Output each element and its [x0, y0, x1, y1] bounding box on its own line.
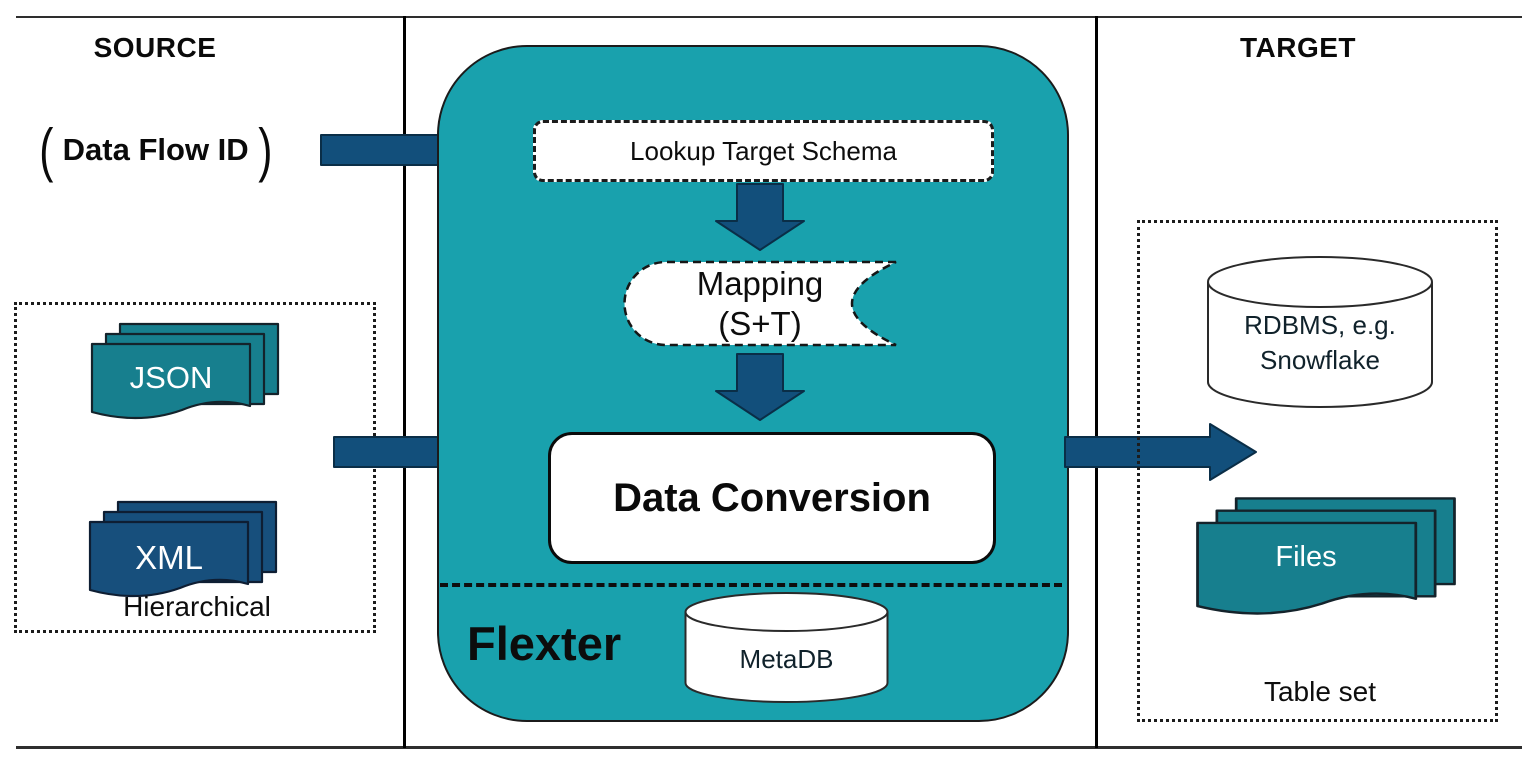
- arrow-down-icon: [715, 353, 805, 421]
- xml-documents-stack-icon: [88, 500, 278, 598]
- files-label: Files: [1275, 541, 1337, 573]
- rdbms-line1: RDBMS, e.g.: [1244, 310, 1396, 340]
- arrow-right-icon: [1064, 423, 1257, 481]
- arrow-down-icon: [715, 183, 805, 251]
- target-divider-line: [1095, 16, 1098, 748]
- table-set-label: Table set: [1263, 676, 1377, 707]
- bottom-border-line: [16, 746, 1522, 749]
- rdbms-line2: Snowflake: [1260, 345, 1380, 375]
- metadb-label: MetaDB: [739, 644, 834, 674]
- json-label: JSON: [129, 360, 213, 395]
- data-flow-id-group: ( Data Flow ID ): [38, 118, 273, 182]
- xml-label: XML: [135, 539, 203, 576]
- rdbms-cylinder-icon: [1207, 256, 1433, 408]
- mapping-label: Mapping (S+T): [620, 264, 900, 344]
- right-bracket-icon: ): [257, 116, 273, 184]
- lookup-target-schema-label: Lookup Target Schema: [630, 135, 897, 166]
- data-flow-id-label: Data Flow ID: [62, 132, 249, 167]
- flexter-dashed-separator: [440, 583, 1062, 587]
- mapping-line1: Mapping: [696, 265, 824, 302]
- target-group-box: [1137, 220, 1498, 722]
- metadb-cylinder-icon: [684, 592, 889, 703]
- hierarchical-label: Hierarchical: [123, 591, 271, 622]
- data-conversion-box: Data Conversion: [548, 432, 996, 564]
- json-documents-stack-icon: [90, 322, 280, 420]
- rdbms-label: RDBMS, e.g. Snowflake: [1205, 308, 1435, 378]
- data-conversion-label: Data Conversion: [613, 475, 931, 520]
- target-title: TARGET: [1239, 32, 1357, 63]
- source-divider-line: [403, 16, 406, 748]
- mapping-shape: [623, 260, 897, 347]
- source-title: SOURCE: [93, 32, 217, 63]
- lookup-target-schema-box: Lookup Target Schema: [533, 120, 994, 182]
- flexter-name-label: Flexter: [467, 617, 622, 670]
- files-documents-stack-icon: [1196, 497, 1456, 615]
- left-bracket-icon: (: [39, 116, 54, 184]
- mapping-line2: (S+T): [718, 305, 802, 342]
- top-border-line: [16, 16, 1522, 18]
